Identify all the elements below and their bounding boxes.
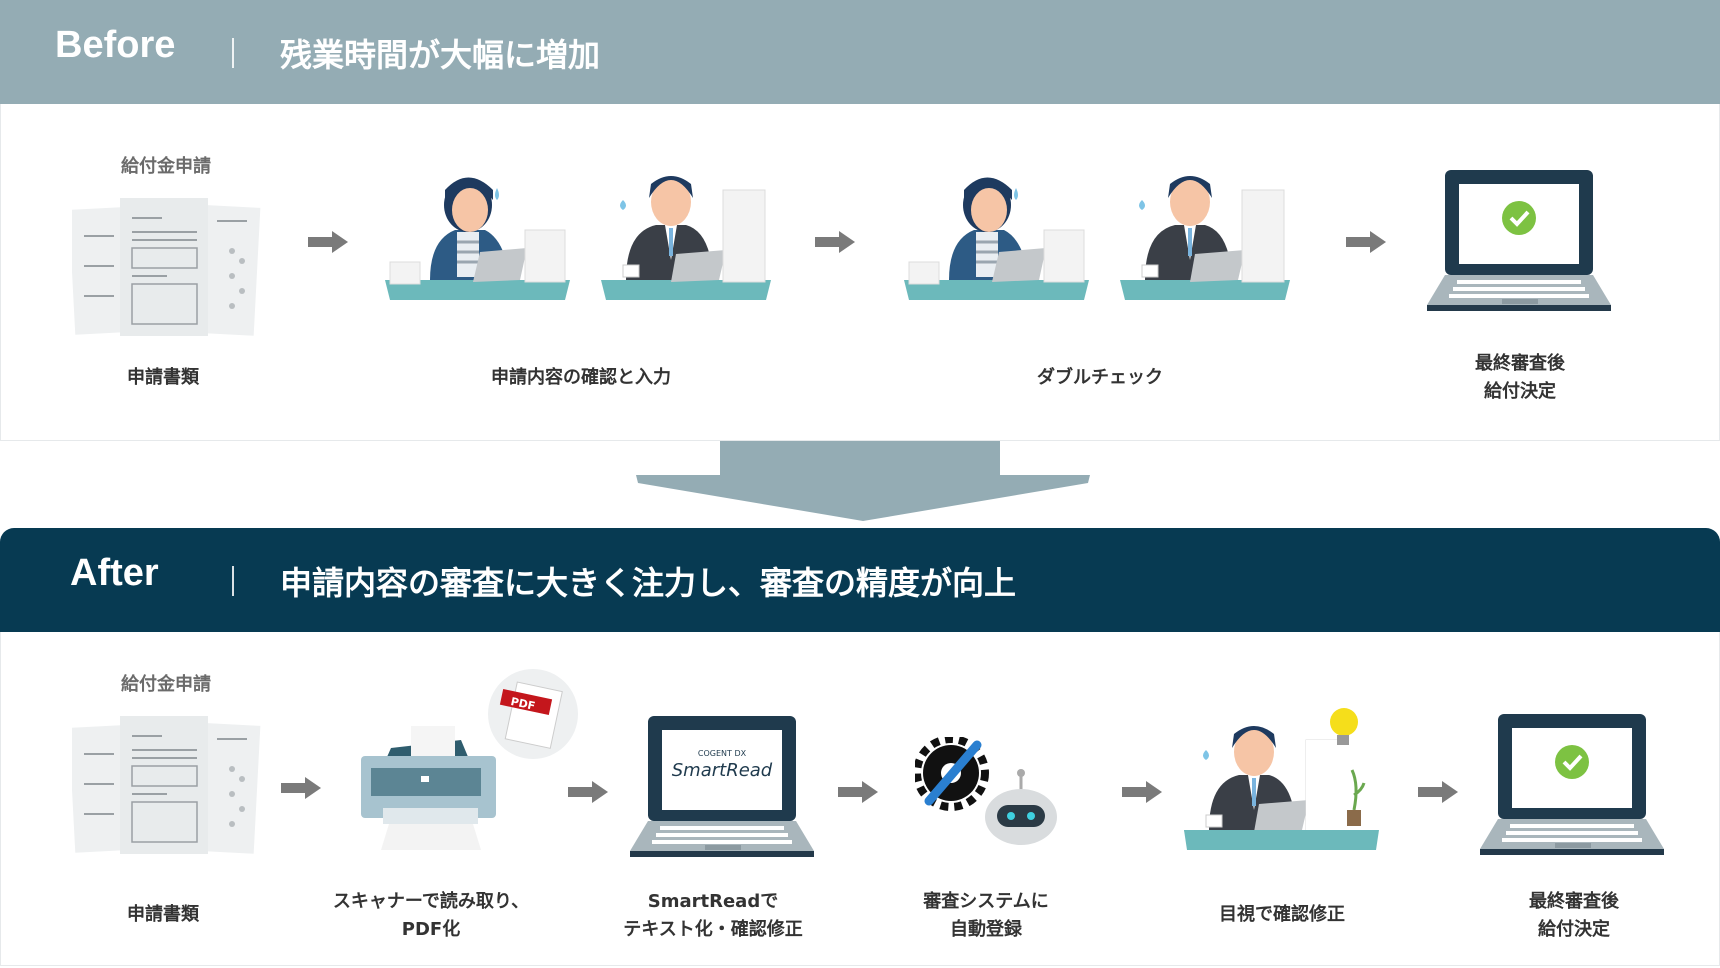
before-header: Before 残業時間が大幅に増加: [0, 0, 1720, 104]
before-title: 残業時間が大幅に増加: [280, 36, 601, 74]
docs-caption: 給付金申請: [121, 674, 211, 695]
step-label-line: 自動登録: [950, 919, 1022, 940]
header-divider: [232, 566, 234, 596]
step-label: SmartReadでテキスト化・確認修正: [623, 888, 802, 944]
check-icon: [1555, 745, 1589, 779]
step-label: 申請内容の確認と入力: [491, 367, 671, 388]
staff-woman-illustration: [385, 176, 572, 302]
step-label-line: 審査システムに: [923, 891, 1049, 912]
laptop-approved-illustration: [1427, 170, 1611, 311]
step-label: 最終審査後給付決定: [1475, 350, 1565, 406]
step-label-line: スキャナーで読み取り、: [332, 891, 530, 912]
step-label: ダブルチェック: [1037, 367, 1163, 388]
lightbulb-icon: [1330, 708, 1358, 736]
arrow-right-icon: [1122, 781, 1162, 803]
step-label: 目視で確認修正: [1219, 904, 1345, 925]
step-label: 申請書類: [127, 904, 199, 925]
step-label-line: 給付決定: [1484, 381, 1556, 402]
laptop-approved-illustration: [1480, 714, 1664, 855]
staff-woman-illustration: [904, 176, 1091, 302]
step-label: 最終審査後給付決定: [1529, 888, 1619, 944]
arrow-right-icon: [838, 781, 878, 803]
visual-check-man-illustration: [1184, 708, 1379, 851]
after-title: 申請内容の審査に大きく注力し、審査の精度が向上: [280, 564, 1017, 602]
pdf-badge: PDF: [509, 695, 536, 713]
step-label: 申請書類: [127, 367, 199, 388]
after-header: After 申請内容の審査に大きく注力し、審査の精度が向上: [0, 528, 1720, 632]
staff-man-illustration: [1120, 175, 1291, 301]
check-icon: [1502, 201, 1536, 235]
header-divider: [232, 38, 234, 68]
step-label-line: 最終審査後: [1475, 353, 1565, 374]
arrow-right-icon: [815, 231, 855, 253]
smartread-brand: COGENT DX: [698, 749, 747, 758]
step-label-line: 給付決定: [1538, 919, 1610, 940]
step-label-line: PDF化: [401, 919, 461, 940]
after-tag: After: [70, 552, 159, 594]
smartread-logo: SmartRead: [672, 760, 773, 781]
before-tag: Before: [55, 24, 176, 66]
scanner-pdf-illustration: PDF: [361, 669, 578, 850]
after-panel: 給付金申請 PDF COGENT DX SmartRead 申請書類 スキャナー…: [0, 632, 1720, 966]
staff-man-illustration: [601, 175, 772, 301]
step-label: 審査システムに自動登録: [923, 888, 1048, 944]
arrow-right-icon: [568, 781, 608, 803]
arrow-right-icon: [1346, 231, 1386, 253]
step-label: スキャナーで読み取り、 PDF化: [333, 888, 529, 944]
docs-caption: 給付金申請: [121, 156, 211, 177]
step-label-line: 最終審査後: [1529, 891, 1619, 912]
before-panel: 給付金申請 申請書類 申請内容の確認と入力 ダブルチェック 最終審査後給付決定: [0, 104, 1720, 441]
wrench-icon: [924, 740, 982, 806]
arrow-right-icon: [308, 231, 348, 253]
arrow-right-icon: [281, 777, 321, 799]
application-documents-illustration: [72, 197, 262, 337]
arrow-right-icon: [1418, 781, 1458, 803]
transition-arrow-down-icon: [636, 441, 1090, 521]
gear-wrench-robot-illustration: [915, 737, 1057, 845]
smartread-laptop-illustration: COGENT DX SmartRead: [630, 716, 814, 857]
step-label-line: SmartReadで: [647, 891, 779, 912]
step-label-line: テキスト化・確認修正: [623, 919, 803, 940]
application-documents-illustration: [72, 715, 262, 855]
